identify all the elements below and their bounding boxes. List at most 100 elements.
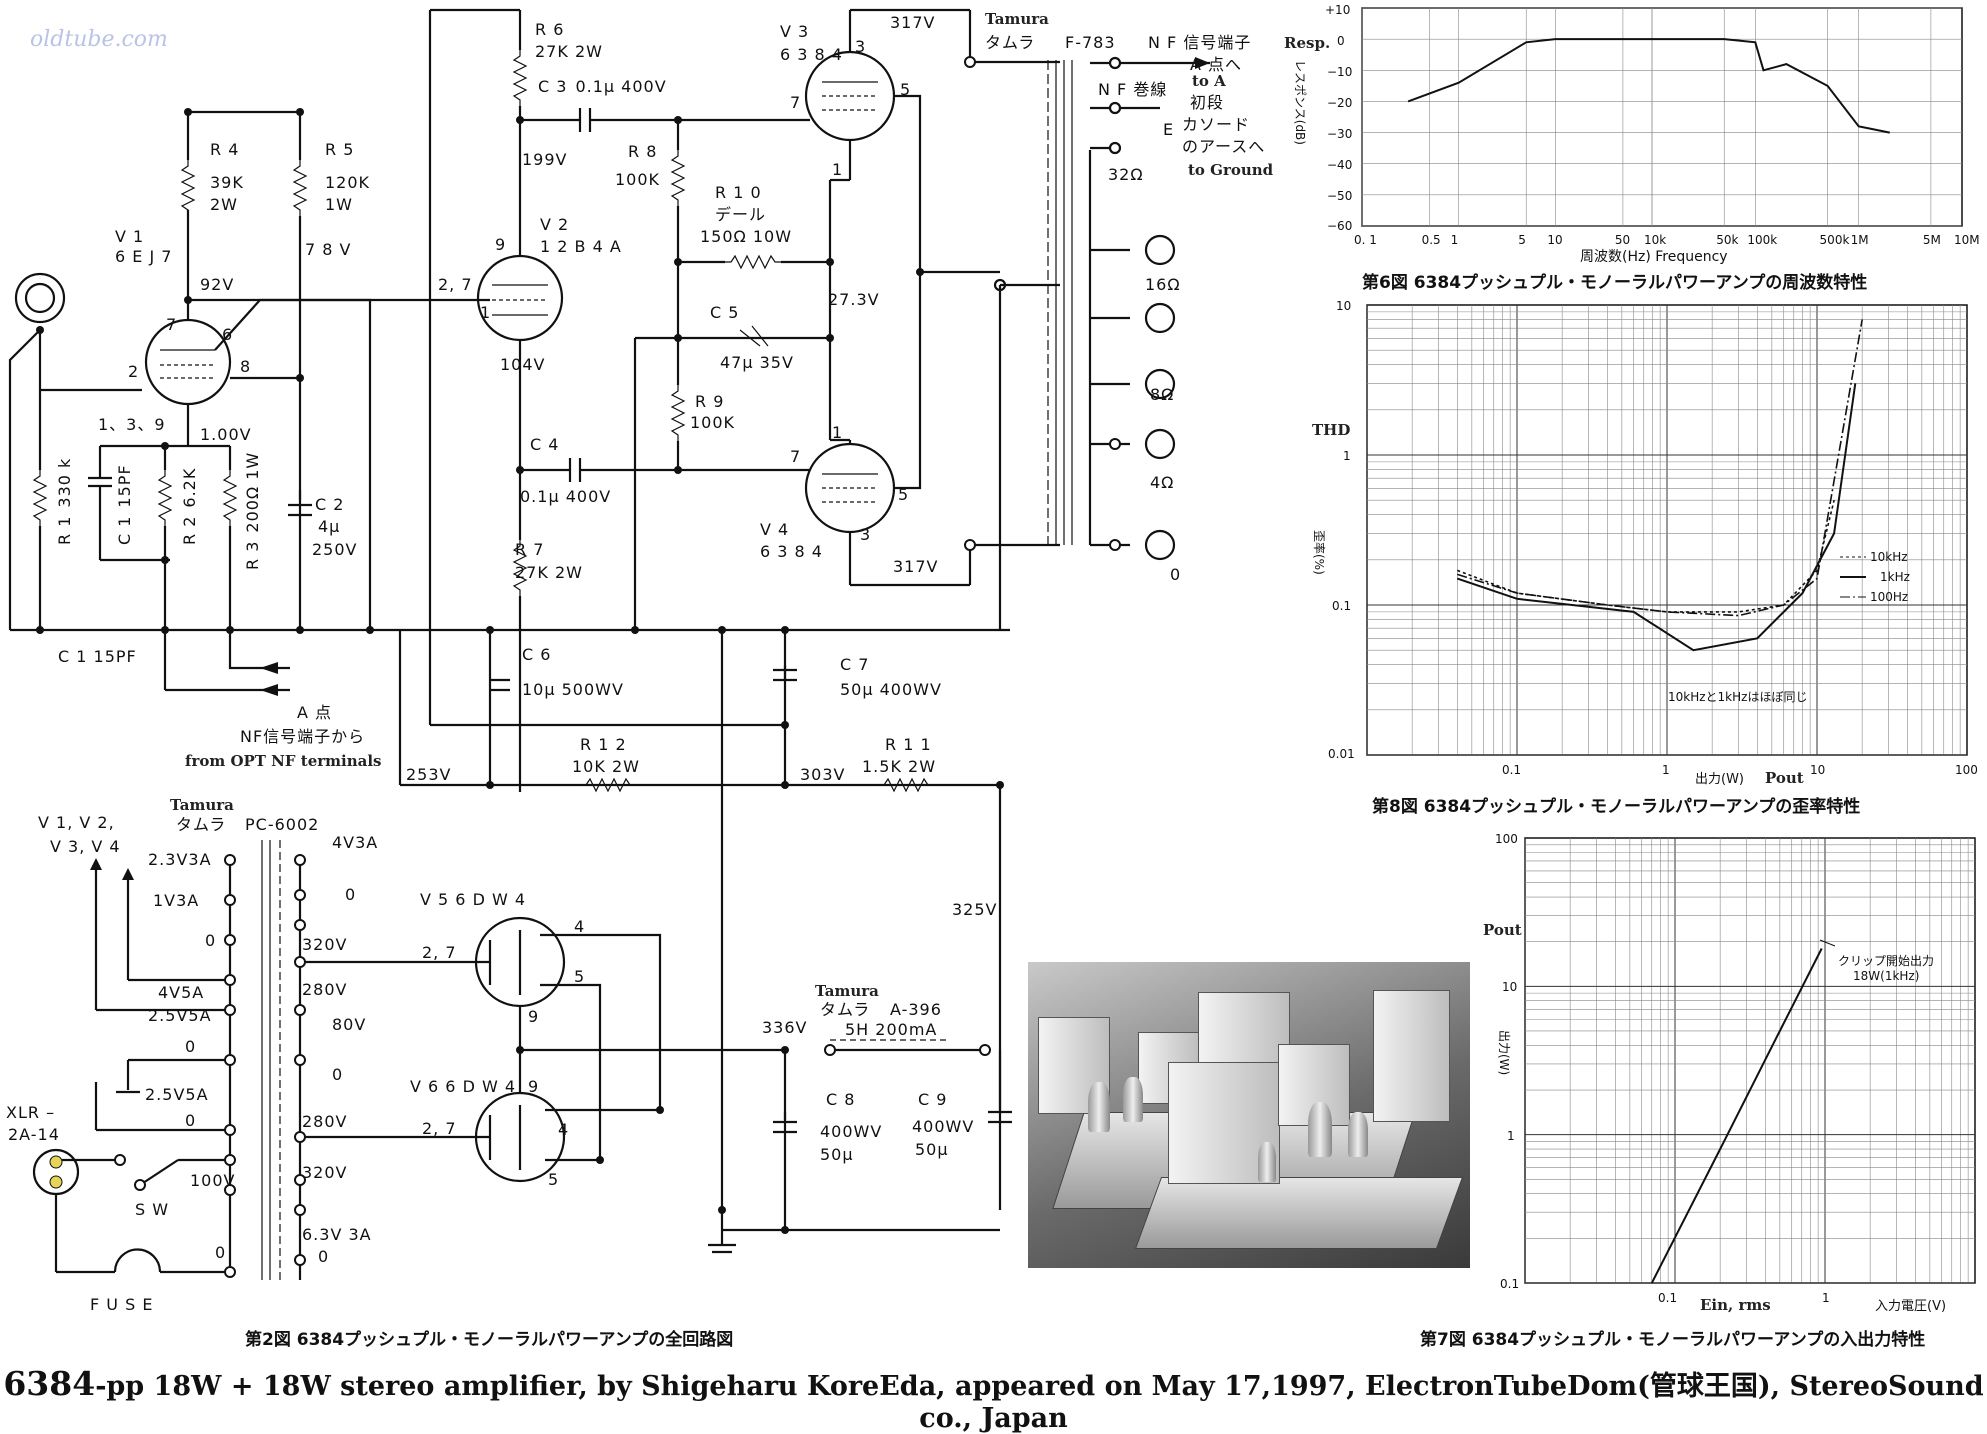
v6-pin5: 5 bbox=[548, 1170, 559, 1189]
v4-type: 6 3 8 4 bbox=[760, 542, 823, 561]
pt-left-tap-7: 0 bbox=[185, 1111, 196, 1130]
v2-name: V 2 bbox=[540, 215, 569, 234]
opt-tap-8: 8Ω bbox=[1150, 385, 1174, 404]
io-chart: 100 10 1 0.1 0.1 1 Pout 出力(W) Ein, rms 入… bbox=[1420, 832, 1976, 1350]
io-note2: 18W(1kHz) bbox=[1853, 969, 1919, 983]
v3-type: 6 3 8 4 bbox=[780, 45, 843, 64]
v5-pin4: 4 bbox=[574, 917, 585, 936]
r5-val: 120K bbox=[325, 173, 370, 192]
r10-ref: R 1 0 bbox=[715, 183, 762, 202]
tube-3 bbox=[1308, 1102, 1332, 1157]
v3-name: V 3 bbox=[780, 22, 809, 41]
opt-brand-en: Tamura bbox=[985, 10, 1049, 28]
tube-5 bbox=[1258, 1142, 1276, 1182]
opt-tap-4: 4Ω bbox=[1150, 473, 1174, 492]
pt-model: PC-6002 bbox=[245, 815, 319, 834]
c4-val: 0.1μ 400V bbox=[520, 487, 611, 506]
freq-caption: 第6図 6384プッシュプル・モノーラルパワーアンプの周波数特性 bbox=[1362, 272, 1867, 293]
opt-e: E bbox=[1163, 120, 1174, 139]
pt-left-tap-5: 0 bbox=[185, 1037, 196, 1056]
v5-pin9: 9 bbox=[528, 1007, 539, 1026]
freq-ylabel: Resp. bbox=[1284, 34, 1330, 52]
freq-xtick: 0.5 bbox=[1422, 233, 1441, 247]
c8-val2: 50μ bbox=[820, 1145, 854, 1164]
dist-xtick-3: 10 bbox=[1810, 763, 1825, 777]
c2-ref: C 2 bbox=[315, 495, 344, 514]
footer-title: 6384 bbox=[3, 1364, 96, 1403]
freq-chart: +10 0 −10 −20 −30 −40 −50 −60 Resp. レスポン… bbox=[1284, 3, 1980, 293]
b-plus-253: 253V bbox=[406, 765, 451, 784]
footer-caption: 6384-pp 18W + 18W stereo amplifier, by S… bbox=[0, 1364, 1987, 1434]
schematic-labels: V 1 6 E J 7 7 6 2 8 1、3、9 92V 1.00V 7 8 … bbox=[6, 10, 1274, 1350]
pt-right-tap-4: 80V bbox=[332, 1015, 366, 1034]
r7-val: 27K 2W bbox=[515, 563, 583, 582]
v2-cathode-voltage: 104V bbox=[500, 355, 545, 374]
r5-val2: 1W bbox=[325, 195, 353, 214]
r12-val: 10K 2W bbox=[572, 757, 640, 776]
c8-ref: C 8 bbox=[826, 1090, 855, 1109]
opt-tap-16: 16Ω bbox=[1145, 275, 1181, 294]
io-ytick-3: 0.1 bbox=[1500, 1277, 1519, 1291]
io-ytick-2: 1 bbox=[1507, 1129, 1515, 1143]
freq-ytick-4: −30 bbox=[1327, 127, 1352, 141]
pt-sw-tap-0: 0 bbox=[215, 1243, 226, 1262]
v2-type: 1 2 B 4 A bbox=[540, 237, 622, 256]
freq-xtick: 10M bbox=[1954, 233, 1980, 247]
v5-pin5: 5 bbox=[574, 967, 585, 986]
v1-pin6: 6 bbox=[222, 325, 233, 344]
v1-pin2: 2 bbox=[128, 362, 139, 381]
dist-xtick-2: 1 bbox=[1662, 763, 1670, 777]
pt-right-tap-2: 320V bbox=[302, 935, 347, 954]
schematic-wiring bbox=[8, 8, 1210, 1280]
opt-to-a-en: to A bbox=[1192, 72, 1226, 90]
dist-note: 10kHzと1kHzはほぼ同じ bbox=[1668, 690, 1807, 704]
dist-ytick-1: 1 bbox=[1343, 449, 1351, 463]
transformer-4 bbox=[1373, 990, 1450, 1122]
dist-legend-100hz: 100Hz bbox=[1870, 590, 1908, 604]
choke-brand-en: Tamura bbox=[815, 982, 879, 1000]
choke-model: A-396 bbox=[890, 1000, 942, 1019]
v1-name: V 1 bbox=[115, 227, 144, 246]
freq-xtick: 0. 1 bbox=[1354, 233, 1377, 247]
opt-brand-jp: タムラ bbox=[985, 33, 1035, 52]
b-plus-325: 325V bbox=[952, 900, 997, 919]
freq-ylabel-jp: レスポンス(dB) bbox=[1293, 60, 1307, 145]
mains-switch: S W bbox=[135, 1200, 169, 1219]
v4-plate-voltage: 317V bbox=[893, 557, 938, 576]
dist-series-10khz bbox=[1457, 500, 1835, 613]
v3-pin5: 5 bbox=[900, 80, 911, 99]
freq-xtick: 50k bbox=[1716, 233, 1738, 247]
opt-nf-terminal: N F 信号端子 bbox=[1148, 33, 1251, 52]
nf-input-en: from OPT NF terminals bbox=[185, 752, 381, 770]
v6-pin9: 9 bbox=[528, 1077, 539, 1096]
v1-pin8: 8 bbox=[240, 357, 251, 376]
pt-left-tap-1: 1V3A bbox=[153, 891, 199, 910]
io-xlabel-en: Ein, rms bbox=[1700, 1296, 1771, 1314]
opt-gnd-jp3: のアースへ bbox=[1182, 137, 1265, 156]
v1-type: 6 E J 7 bbox=[115, 247, 172, 266]
opt-tap-0: 0 bbox=[1170, 565, 1181, 584]
io-ylabel: Pout bbox=[1483, 921, 1522, 939]
choke-spec: 5H 200mA bbox=[845, 1020, 937, 1039]
pt-left-tap-0: 2.3V3A bbox=[148, 850, 212, 869]
b-plus-336: 336V bbox=[762, 1018, 807, 1037]
v1-cathode-pins: 1、3、9 bbox=[98, 415, 166, 434]
dist-caption: 第8図 6384プッシュプル・モノーラルパワーアンプの歪率特性 bbox=[1372, 796, 1860, 817]
pt-left-tap-3: 4V5A bbox=[158, 983, 204, 1002]
r10-sub: デール bbox=[715, 205, 766, 224]
io-xtick-1: 1 bbox=[1822, 1291, 1830, 1305]
v3-pin7: 7 bbox=[790, 93, 801, 112]
r3-label: R 3200Ω 1W bbox=[243, 452, 262, 570]
freq-ytick-0: +10 bbox=[1325, 3, 1350, 17]
v1-screen-voltage: 7 8 V bbox=[305, 240, 351, 259]
c6-ref: C 6 bbox=[522, 645, 551, 664]
opt-to-a-jp: A 点へ bbox=[1190, 55, 1242, 74]
pt-right-tap-1: 0 bbox=[345, 885, 356, 904]
mains-connector2: 2A-14 bbox=[8, 1125, 60, 1144]
dist-ylabel-jp: 歪率(%) bbox=[1312, 530, 1327, 575]
tube-4 bbox=[1348, 1112, 1368, 1157]
nf-input-jp: NF信号端子から bbox=[240, 727, 365, 746]
dist-xlabel-jp: 出力(W) bbox=[1695, 772, 1744, 787]
freq-xtick: 100k bbox=[1747, 233, 1777, 247]
v2-pin1: 1 bbox=[480, 303, 491, 322]
